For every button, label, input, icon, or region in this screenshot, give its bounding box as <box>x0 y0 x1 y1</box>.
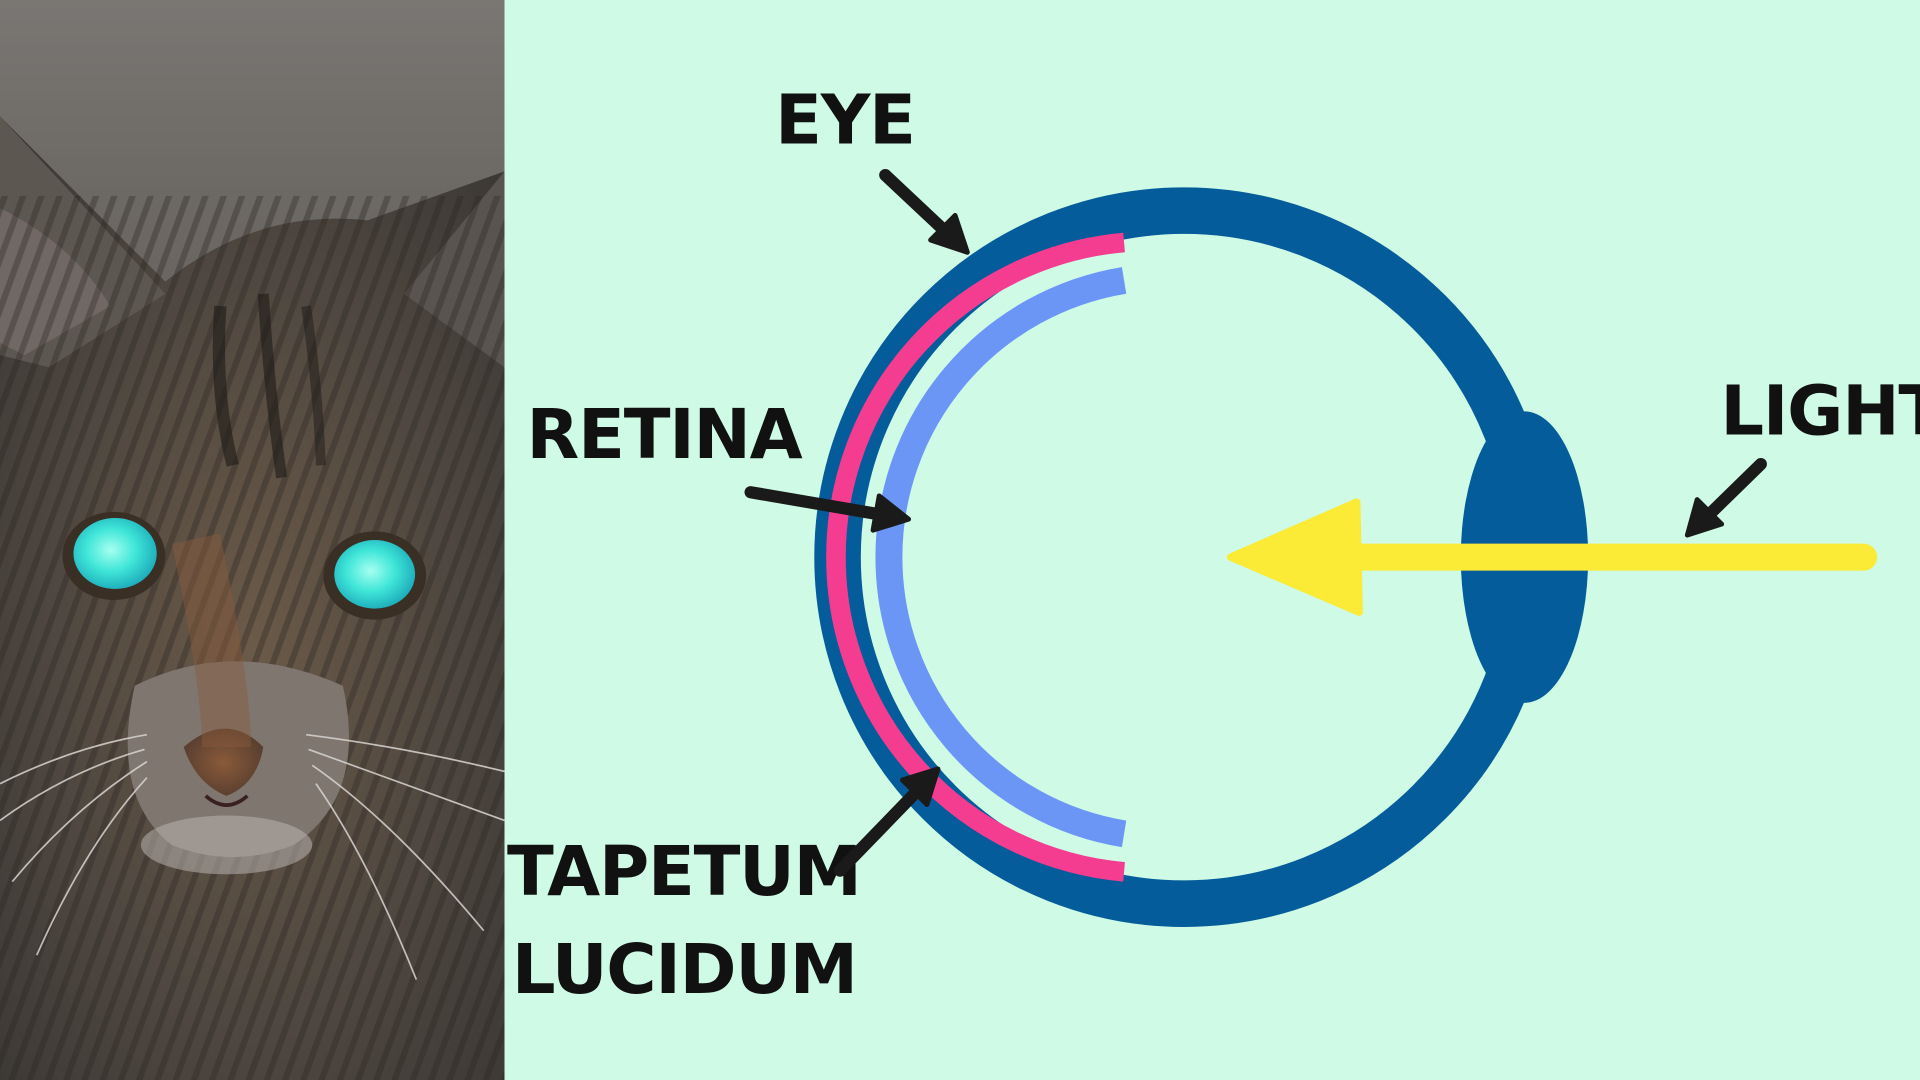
light-pointer-arrow-icon <box>1684 457 1767 538</box>
tapetum-lucidum-arc <box>826 232 1125 882</box>
light-ray-arrow <box>1226 498 1878 616</box>
cat-photo <box>0 0 505 1080</box>
label-eye: EYE <box>775 80 915 160</box>
label-retina: RETINA <box>527 395 803 475</box>
glowing-eye-left <box>62 511 166 600</box>
eye-pointer-arrow-icon <box>879 168 970 255</box>
label-tapetum: TAPETUM <box>507 832 861 912</box>
retina-pointer-arrow-icon <box>744 486 912 533</box>
glowing-eye-right <box>323 531 427 620</box>
tapetum-pointer-arrow-icon <box>833 766 941 877</box>
label-lucidum: LUCIDUM <box>512 930 857 1010</box>
retina-arc <box>875 267 1127 848</box>
